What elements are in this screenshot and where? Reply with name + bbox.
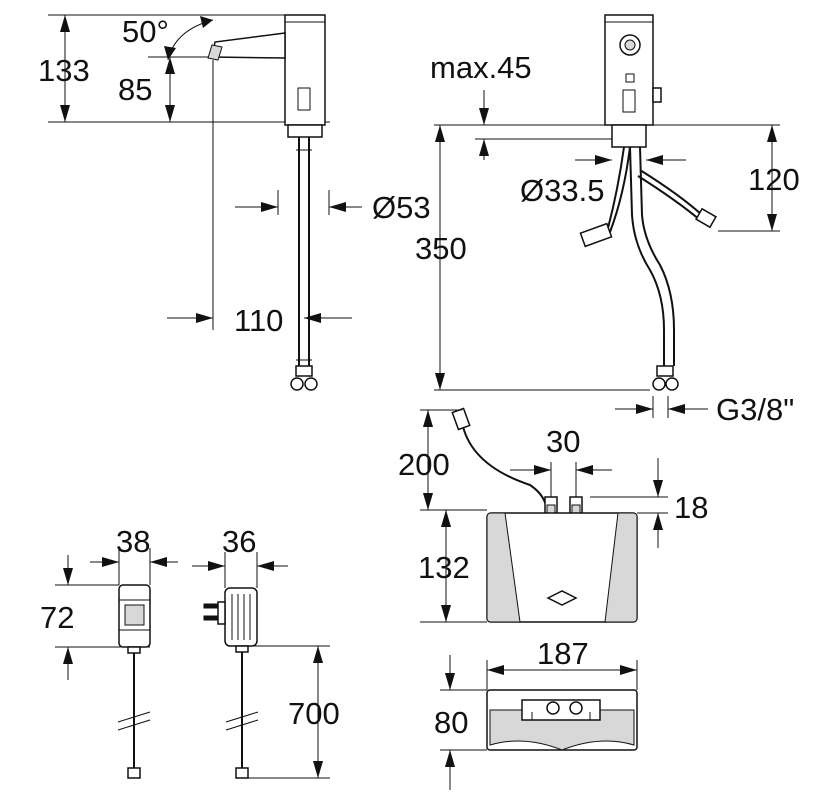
dim-spout-height: 85 <box>118 72 152 107</box>
heater-front-view: 200 30 18 132 <box>398 407 708 623</box>
dim-psu-depth: 36 <box>222 524 256 559</box>
dim-psu-width: 38 <box>116 524 150 559</box>
dim-body-diameter: Ø53 <box>372 190 431 225</box>
dim-cable-offset: 120 <box>748 162 800 197</box>
dim-hole-diameter: Ø33.5 <box>520 173 604 208</box>
dim-heater-cable: 200 <box>398 447 450 482</box>
dim-counter-thickness: max.45 <box>430 50 532 85</box>
dim-hose-length: 350 <box>415 231 467 266</box>
dim-spout-angle: 50° <box>122 14 169 49</box>
heater-bottom-view: 187 80 <box>434 636 638 790</box>
dim-faucet-height: 133 <box>38 53 90 88</box>
dim-psu-cable: 700 <box>288 696 340 731</box>
faucet-front-view: max.45 350 Ø33.5 120 G3/8" <box>415 14 800 427</box>
dim-connector-spacing: 30 <box>546 424 580 459</box>
dim-heater-depth: 80 <box>434 705 468 740</box>
faucet-side-view: 133 85 50° Ø53 110 <box>38 14 431 391</box>
power-supply-front: 38 72 <box>40 524 178 779</box>
dim-spout-reach: 110 <box>234 303 283 338</box>
dim-connector-height: 18 <box>674 490 708 525</box>
dim-heater-height: 132 <box>418 550 470 585</box>
dim-heater-width: 187 <box>537 636 589 671</box>
dim-connection-thread: G3/8" <box>716 392 794 427</box>
power-supply-side: 36 700 <box>192 524 340 779</box>
dim-psu-height: 72 <box>40 600 74 635</box>
